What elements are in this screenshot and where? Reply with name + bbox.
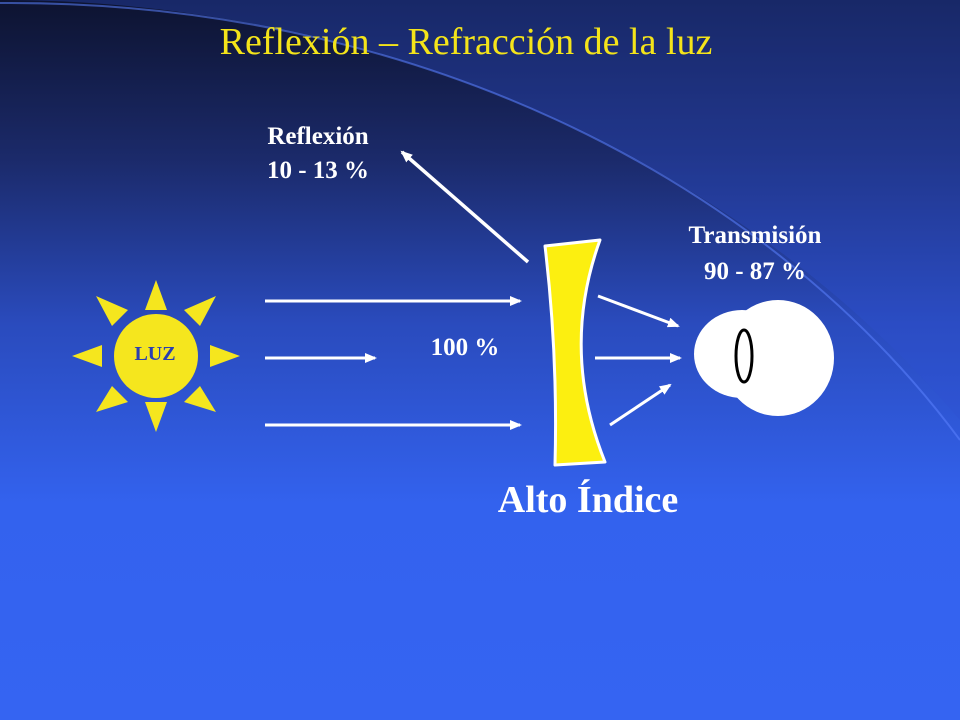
sun-ray-bottom bbox=[145, 402, 167, 432]
transmission-label: Transmisión 90 - 87 % bbox=[660, 218, 850, 290]
sun-disc bbox=[114, 314, 198, 398]
lens-type-label: Alto Índice bbox=[497, 479, 679, 521]
transmission-value: 90 - 87 % bbox=[703, 258, 807, 285]
transmission-name: Transmisión bbox=[688, 222, 822, 249]
sun-ray-right bbox=[210, 345, 240, 367]
reflection-name: Reflexión bbox=[267, 123, 369, 150]
reflected-ray bbox=[400, 150, 530, 264]
sun-ray-left bbox=[72, 345, 102, 367]
eye-pupil bbox=[734, 328, 754, 384]
sun-ray-top-left bbox=[96, 296, 128, 326]
reflection-value: 10 - 13 % bbox=[266, 157, 370, 184]
eye-front bbox=[694, 310, 790, 398]
sun-icon bbox=[72, 280, 240, 432]
background-swoosh-edge bbox=[0, 1, 960, 441]
sun-ray-top bbox=[145, 280, 167, 310]
slide-title: Reflexión – Refracción de la luz bbox=[219, 21, 713, 63]
concave-lens-icon bbox=[543, 238, 607, 467]
sun-ray-top-right bbox=[184, 296, 216, 326]
transmitted-ray-bottom bbox=[609, 383, 672, 427]
sun-label: LUZ bbox=[134, 343, 176, 365]
reflection-label: Reflexión 10 - 13 % bbox=[218, 120, 418, 188]
incident-light-label: 100 % bbox=[430, 334, 500, 361]
sun-ray-bottom-right bbox=[184, 386, 216, 412]
sun-ray-bottom-left bbox=[96, 386, 128, 412]
eye-icon bbox=[694, 300, 834, 416]
transmitted-ray-top bbox=[597, 294, 680, 328]
